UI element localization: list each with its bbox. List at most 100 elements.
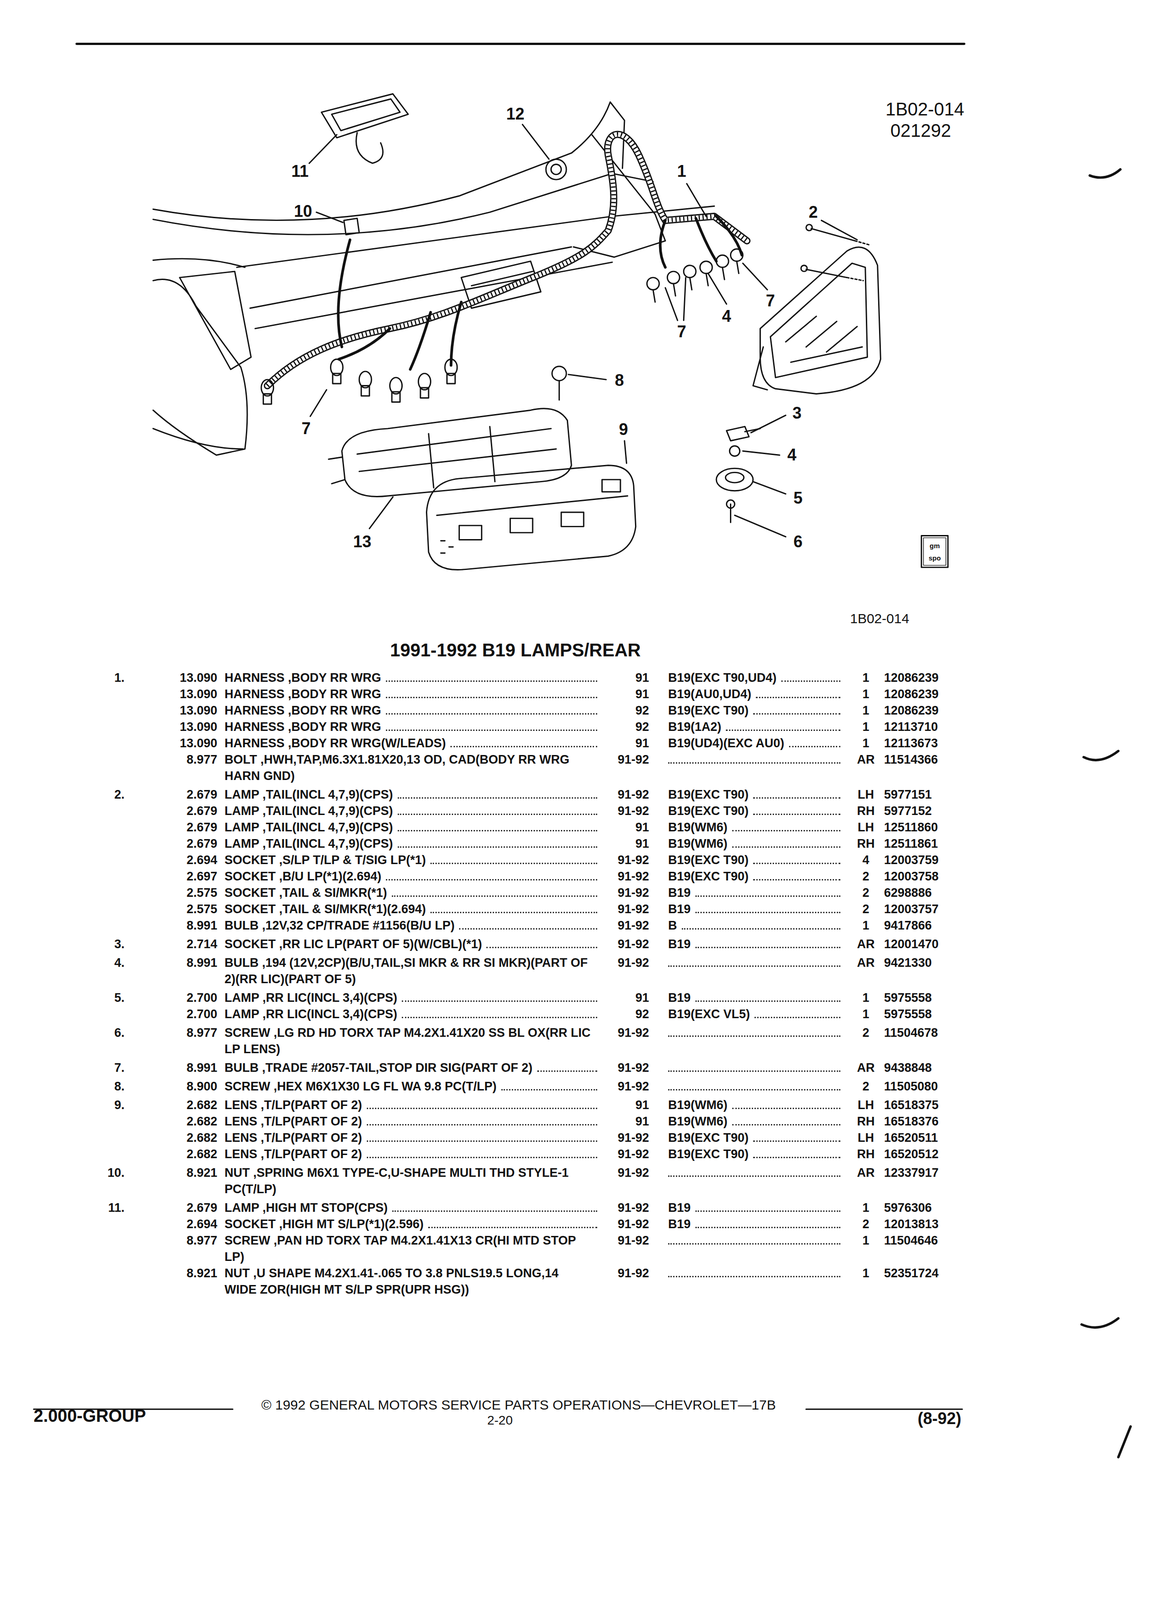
table-row: 3.2.714SOCKET ,RR LIC LP(PART OF 5)(W/CB… [0, 935, 1149, 953]
table-cell: 12511861 [884, 835, 975, 852]
cell-text: 2.682 [186, 1113, 218, 1130]
cell-text: B19 [668, 900, 691, 918]
logo-box [921, 535, 948, 568]
table-cell: LAMP ,RR LIC(INCL 3,4)(CPS) [224, 1005, 605, 1023]
leader-line [309, 124, 858, 537]
cell-text: LENS ,T/LP(PART OF 2) [224, 1113, 363, 1130]
table-cell: B19 [668, 884, 848, 901]
dot-leader [695, 1199, 841, 1212]
cell-text: LAMP ,RR LIC(INCL 3,4)(CPS) [224, 1005, 398, 1023]
table-cell: 2 [847, 900, 885, 918]
dot-leader [401, 989, 598, 1002]
cell-text: SCREW ,LG RD HD TORX TAP M4.2X1.41X20 SS… [224, 1024, 593, 1058]
cell-text: SOCKET ,B/U LP(*1)(2.694) [224, 868, 382, 885]
table-cell: RH [847, 802, 885, 820]
cell-text: 91 [635, 685, 650, 703]
table-cell: B19(WM6) [668, 1096, 848, 1114]
lens-symbol [602, 479, 621, 492]
dot-leader [695, 989, 841, 1002]
table-cell: 1 [847, 989, 885, 1006]
callout-number: 13 [353, 532, 372, 551]
table-row: 13.090HARNESS ,BODY RR WRG92B19(EXC T90)… [0, 702, 1149, 719]
table-cell: 91 [604, 819, 650, 836]
table-cell: 10. [79, 1164, 125, 1181]
table-cell: 91-92 [604, 1129, 650, 1146]
table-cell: 7. [79, 1059, 125, 1076]
license-lamp [716, 468, 754, 491]
cell-text: 92 [635, 718, 650, 735]
cell-text: 1 [862, 1264, 870, 1282]
table-cell: 1 [847, 718, 885, 735]
table-row: 8.991BULB ,12V,32 CP/TRADE #1156(B/U LP)… [0, 917, 1149, 934]
cell-text: 1 [862, 685, 870, 703]
license-lamp [725, 472, 744, 483]
dot-leader [753, 851, 841, 865]
table-cell: 5977152 [884, 802, 975, 820]
dot-leader [366, 1096, 598, 1110]
table-cell: 92 [604, 1005, 650, 1023]
table-cell: 91-92 [604, 1078, 650, 1095]
dot-leader [732, 1113, 841, 1126]
cell-text: SOCKET ,TAIL & SI/MKR(*1)(2.694) [224, 900, 426, 918]
cell-text: 92 [635, 702, 650, 719]
socket [361, 385, 370, 396]
table-cell: 13.090 [131, 669, 218, 686]
table-cell: AR [847, 935, 885, 953]
screw [806, 228, 856, 278]
table-cell: 8.900 [131, 1078, 218, 1095]
table-cell: 2. [79, 786, 125, 803]
table-cell: 2.679 [131, 786, 218, 803]
cell-text: 5976306 [884, 1199, 932, 1216]
table-cell: B19(UD4)(EXC AU0) [668, 734, 848, 752]
table-cell [668, 751, 848, 764]
dot-leader [385, 718, 598, 731]
cell-text: 2.679 [186, 786, 218, 803]
dot-leader [668, 1078, 841, 1091]
dot-leader [366, 1113, 598, 1126]
table-cell: B19(EXC T90) [668, 702, 848, 719]
table-cell: AR [847, 751, 885, 768]
cell-text: 91-92 [617, 900, 650, 918]
table-row: 8.977BOLT ,HWH,TAP,M6.3X1.81X20,13 OD, C… [0, 751, 1149, 785]
cell-text: B19(EXC T90) [668, 1145, 749, 1163]
dot-leader [668, 1232, 841, 1245]
cell-text: 12003757 [884, 900, 939, 918]
dot-leader [397, 835, 598, 848]
drawing [33, 44, 1131, 1458]
callout-number: 5 [793, 488, 803, 508]
cell-text: 1. [114, 669, 125, 686]
table-cell: 2 [847, 1024, 885, 1041]
cell-text: B19(EXC T90) [668, 851, 749, 869]
table-cell [668, 1078, 848, 1091]
table-cell: 91-92 [604, 954, 650, 971]
table-cell: B19 [668, 900, 848, 918]
table-cell: 2.679 [131, 835, 218, 852]
table-cell: 1. [79, 669, 125, 686]
dot-leader [397, 802, 598, 815]
cell-text: LAMP ,TAIL(INCL 4,7,9)(CPS) [224, 835, 394, 852]
cell-text: 8.977 [186, 1232, 218, 1249]
cell-text: 91-92 [617, 1199, 650, 1216]
table-cell: 91-92 [604, 1215, 650, 1233]
table-cell: B19(EXC T90) [668, 786, 848, 803]
cell-text: 12001470 [884, 935, 939, 953]
table-cell: 2 [847, 1215, 885, 1233]
cell-text: B19(WM6) [668, 1113, 728, 1130]
cell-text: 91-92 [617, 1024, 650, 1041]
dot-leader [385, 868, 598, 881]
tail-lamp [753, 247, 881, 395]
cell-text: LENS ,T/LP(PART OF 2) [224, 1096, 363, 1114]
table-cell: 6298886 [884, 884, 975, 901]
dot-leader [668, 1264, 841, 1278]
table-cell: 12003759 [884, 851, 975, 869]
cell-text: 8.991 [186, 1059, 218, 1076]
table-cell: 4. [79, 954, 125, 971]
table-cell: B19(WM6) [668, 1113, 848, 1130]
table-row: 5.2.700LAMP ,RR LIC(INCL 3,4)(CPS)91B191… [0, 989, 1149, 1006]
table-cell: B19(AU0,UD4) [668, 685, 848, 703]
cell-text: 11504646 [884, 1232, 939, 1249]
cell-text: 91 [635, 734, 650, 752]
table-cell: 12113710 [884, 718, 975, 735]
cell-text: 2.682 [186, 1129, 218, 1146]
cell-text: 6. [114, 1024, 125, 1041]
